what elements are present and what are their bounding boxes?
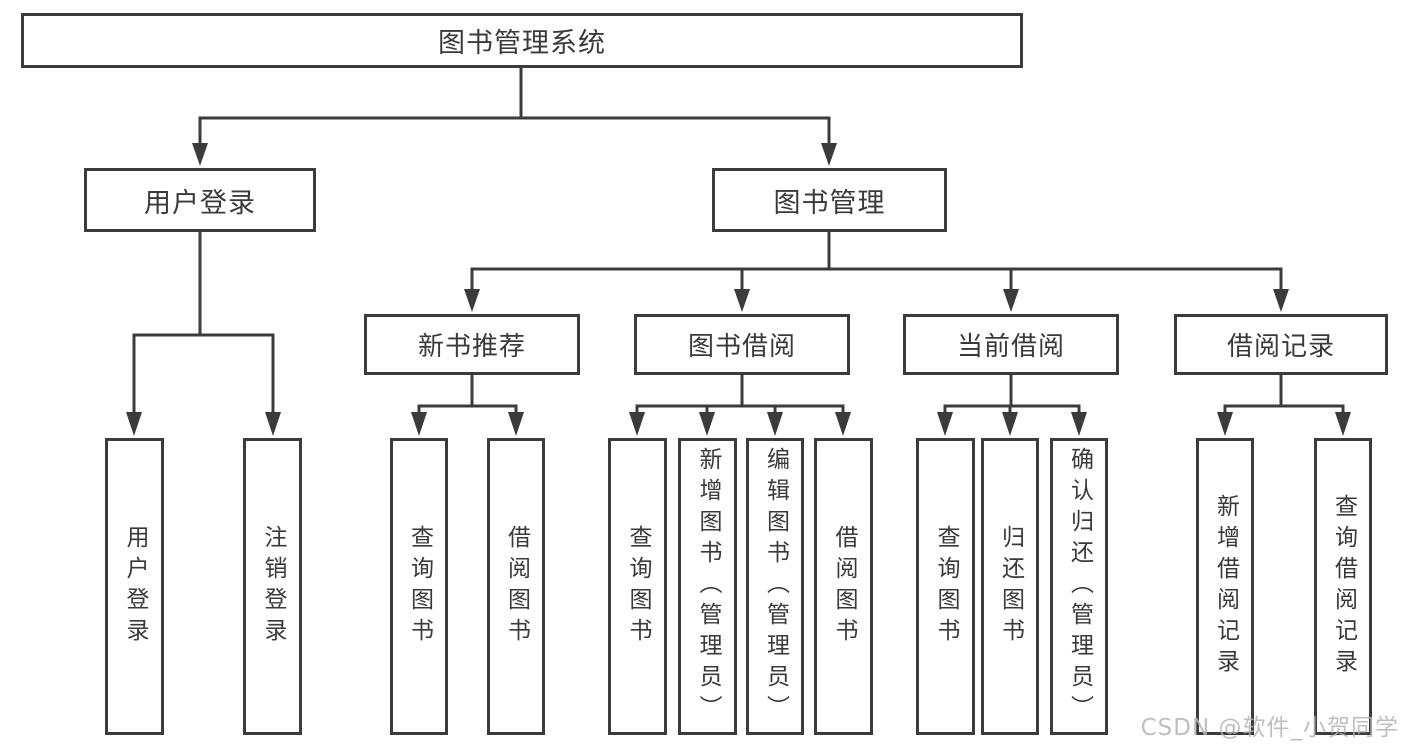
node-user-login: 用户登录 — [84, 168, 316, 232]
node-book-borrow: 图书借阅 — [634, 314, 850, 375]
leaf-label: 借阅图书 — [503, 524, 530, 649]
leaf-query-books-borrow: 查询图书 — [608, 438, 667, 735]
node-book-management: 图书管理 — [712, 168, 947, 232]
connector — [943, 404, 1081, 414]
leaf-label: 用户登录 — [122, 524, 148, 649]
leaf-borrow-books: 借阅图书 — [814, 438, 873, 735]
root-node-library-system: 图书管理系统 — [21, 13, 1023, 68]
leaf-query-borrow-record: 查询借阅记录 — [1314, 438, 1372, 735]
leaf-label: 查询图书 — [933, 524, 959, 649]
leaf-label: 新增借阅记录 — [1212, 493, 1239, 680]
leaf-label: 查询图书 — [625, 524, 651, 649]
leaf-add-borrow-record: 新增借阅记录 — [1196, 438, 1254, 735]
leaf-query-books-recommend: 查询图书 — [390, 438, 448, 735]
csdn-watermark: CSDN @软件_小贺同学 — [1140, 715, 1399, 741]
leaf-borrow-books-recommend: 借阅图书 — [487, 438, 545, 735]
node-new-book-recommend: 新书推荐 — [364, 314, 580, 375]
leaf-user-login: 用户登录 — [105, 438, 164, 735]
connector — [417, 404, 518, 414]
leaf-label: 注销登录 — [260, 524, 286, 649]
leaf-label: 借阅图书 — [831, 524, 857, 649]
leaf-label: 查询借阅记录 — [1330, 493, 1357, 680]
connector — [198, 116, 831, 146]
node-borrow-records: 借阅记录 — [1174, 314, 1388, 375]
leaf-label: 编辑图书（管理员） — [762, 447, 789, 726]
leaf-label: 确认归还（管理员） — [1066, 447, 1093, 726]
leaf-add-books-admin: 新增图书（管理员） — [678, 438, 737, 735]
leaf-label: 归还图书 — [997, 524, 1024, 649]
connector — [635, 404, 845, 414]
node-current-borrow: 当前借阅 — [903, 314, 1119, 375]
leaf-edit-books-admin: 编辑图书（管理员） — [746, 438, 804, 735]
connector — [132, 333, 275, 414]
leaf-confirm-return-admin: 确认归还（管理员） — [1050, 438, 1108, 735]
leaf-label: 查询图书 — [406, 524, 433, 649]
leaf-label: 新增图书（管理员） — [695, 447, 721, 726]
connector — [1223, 404, 1345, 414]
connector — [470, 267, 1283, 292]
arrowheads — [126, 143, 1351, 436]
leaf-logout: 注销登录 — [243, 438, 302, 735]
leaf-return-books: 归还图书 — [981, 438, 1039, 735]
leaf-query-books-current: 查询图书 — [916, 438, 975, 735]
